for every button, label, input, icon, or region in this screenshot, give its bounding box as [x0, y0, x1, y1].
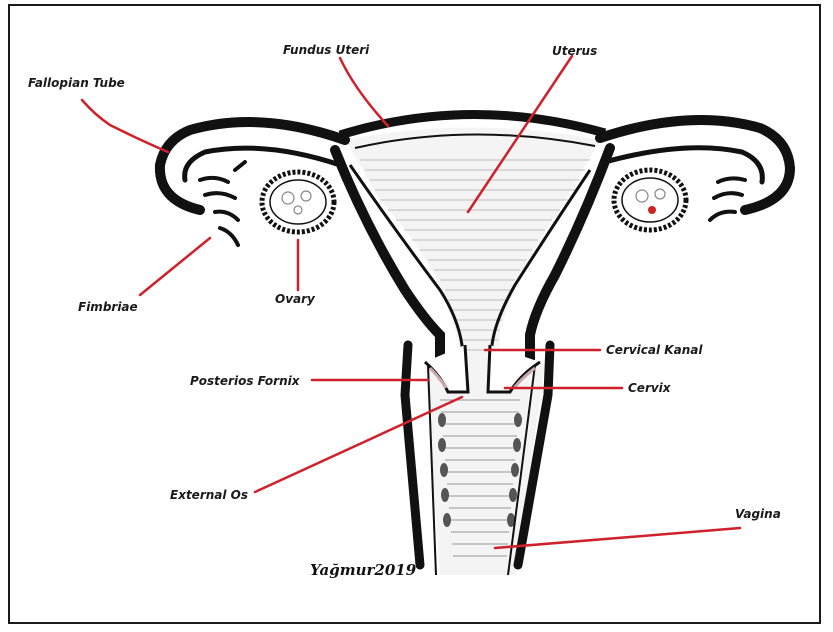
- label-fundus-uteri: Fundus Uteri: [283, 43, 369, 57]
- label-vagina: Vagina: [735, 507, 781, 521]
- leader-fimbriae: [140, 238, 210, 295]
- right-ovary: [614, 170, 686, 230]
- label-cervical-kanal: Cervical Kanal: [606, 343, 702, 357]
- left-tube-inner: [185, 148, 340, 180]
- left-fimbriae: [200, 162, 245, 245]
- right-fimbriae: [710, 178, 745, 220]
- left-vaginal-wall: [405, 345, 420, 565]
- author-signature: Yağmur2019: [310, 561, 416, 579]
- label-posterios-fornix: Posterios Fornix: [190, 374, 299, 388]
- label-fimbriae: Fimbriae: [78, 300, 138, 314]
- leader-fallopian-tube: [82, 100, 168, 152]
- left-ovary: [262, 172, 334, 232]
- label-uterus: Uterus: [552, 44, 597, 58]
- label-fallopian-tube: Fallopian Tube: [28, 76, 125, 90]
- leader-fundus-uteri: [340, 58, 388, 126]
- leader-vagina: [495, 528, 740, 548]
- label-external-os: External Os: [170, 488, 248, 502]
- label-cervix: Cervix: [628, 381, 671, 395]
- label-ovary: Ovary: [275, 292, 315, 306]
